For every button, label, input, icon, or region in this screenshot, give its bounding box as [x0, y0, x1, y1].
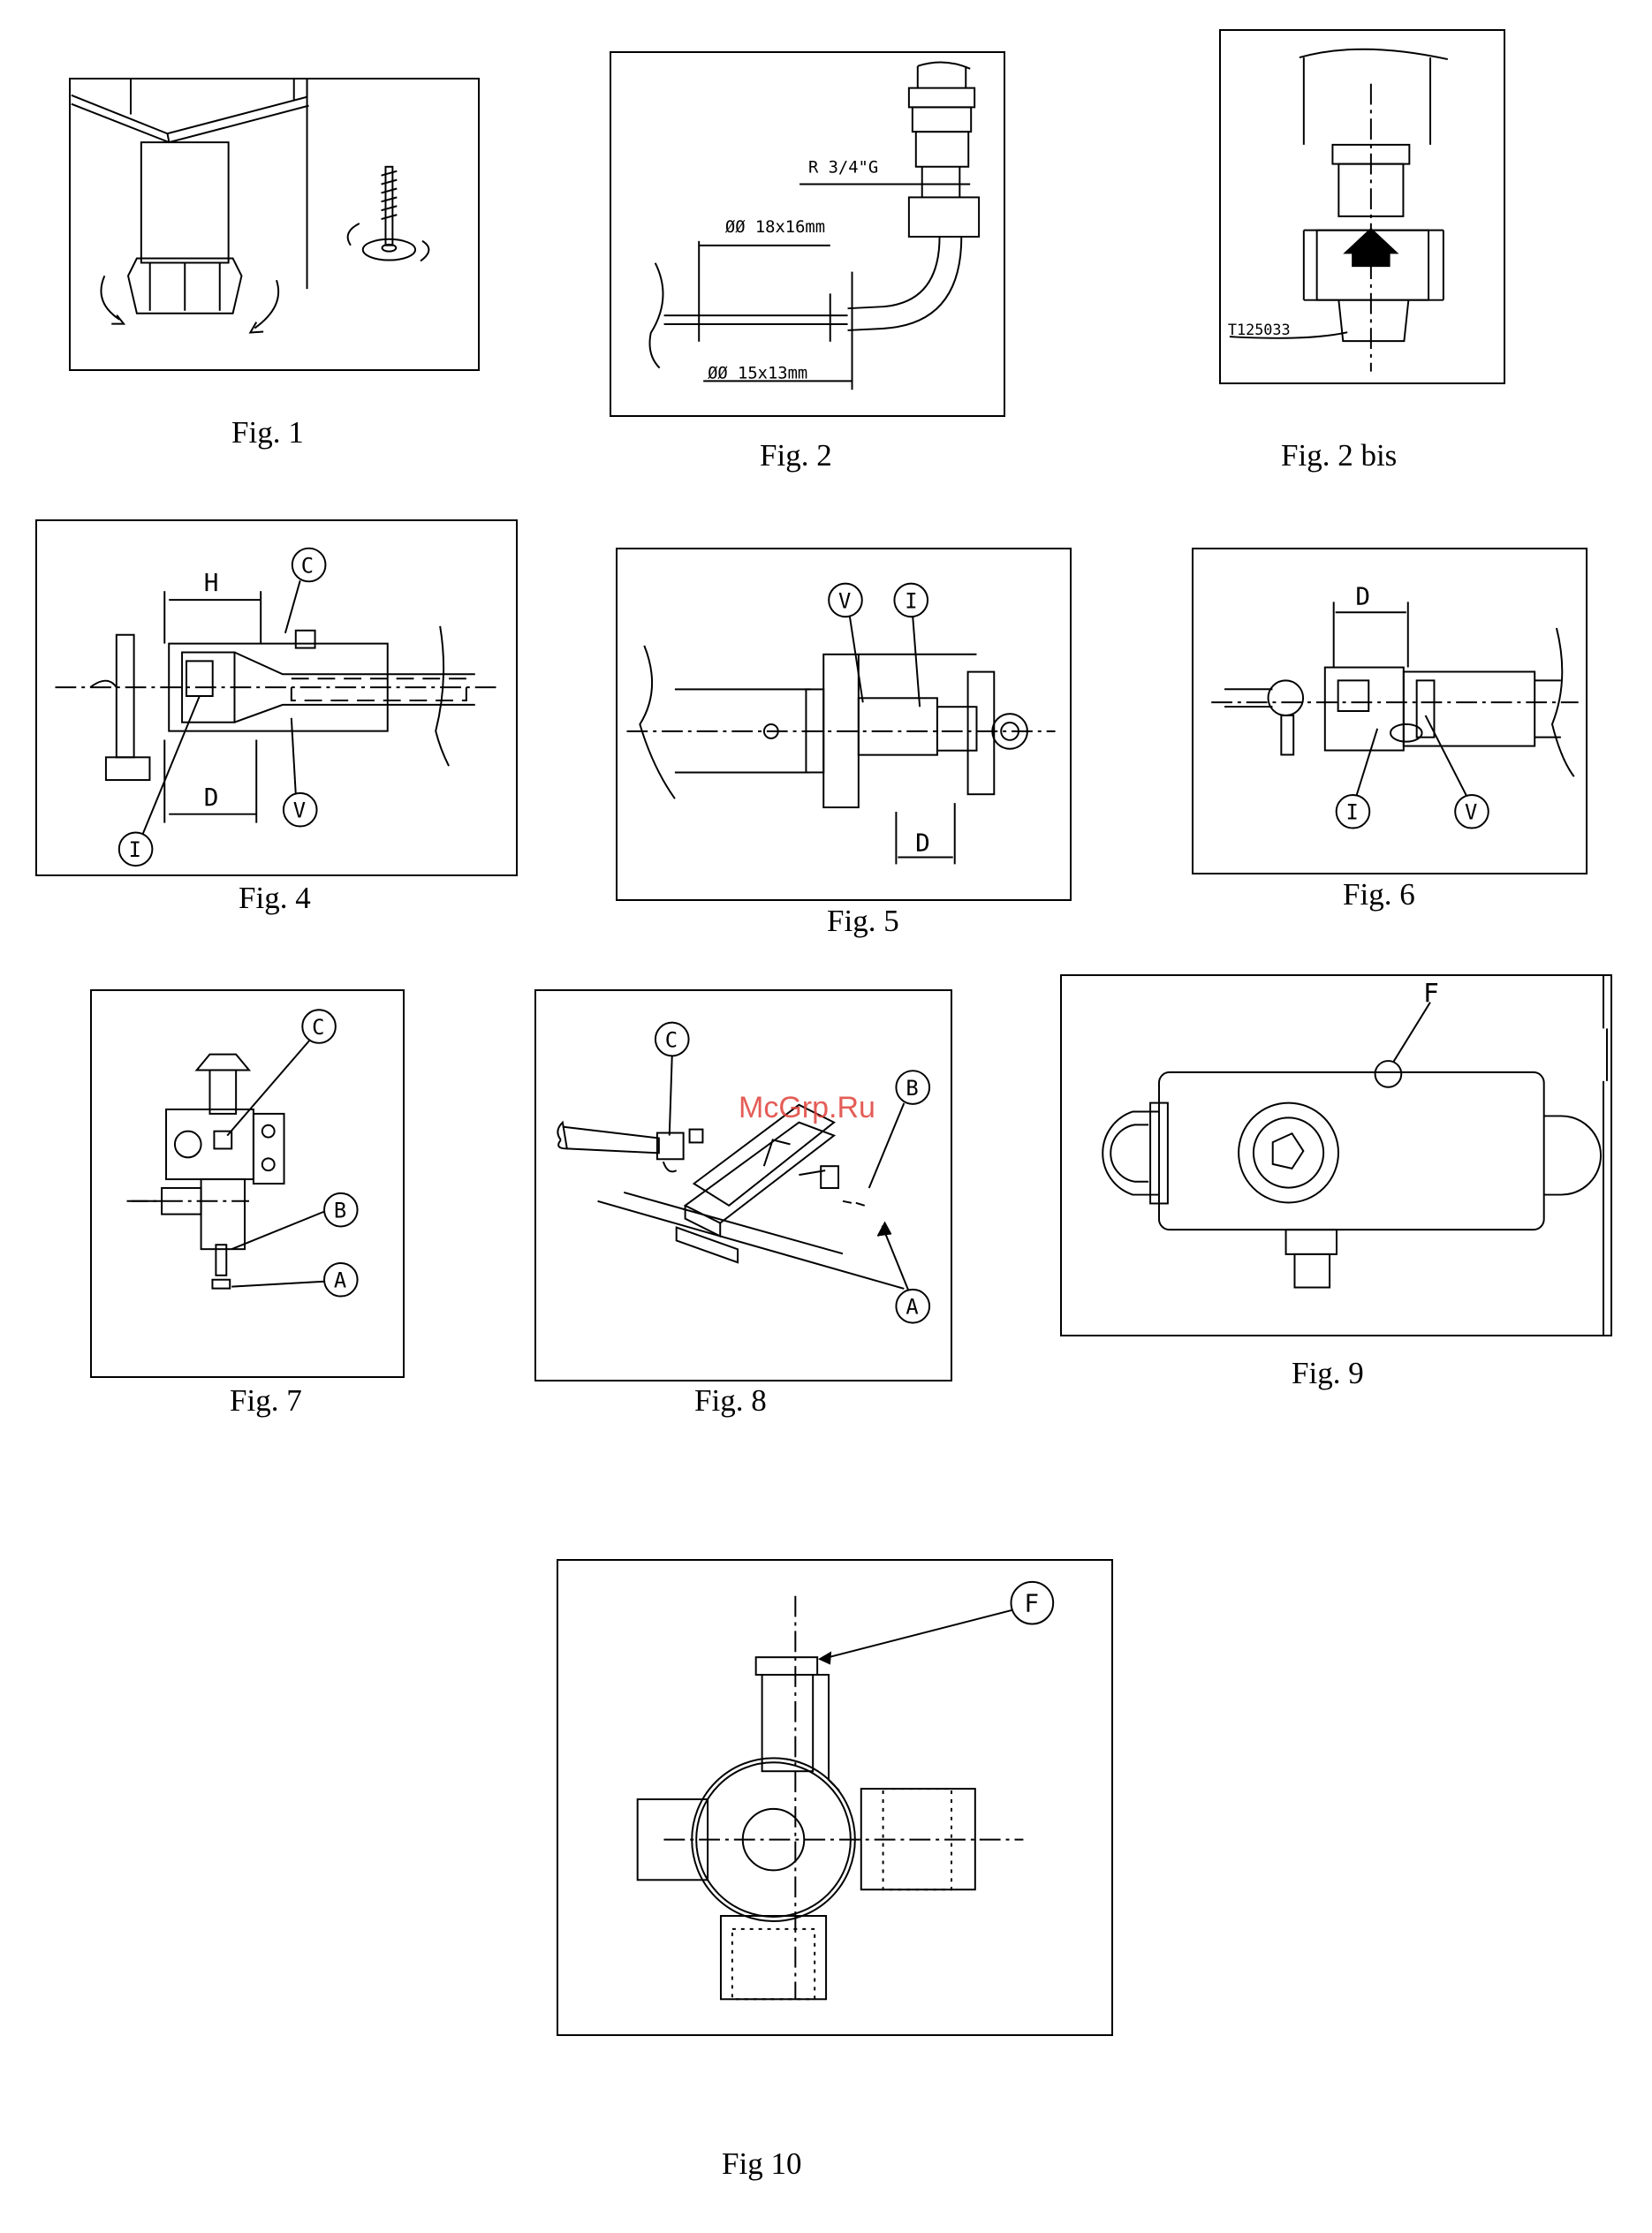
- dimension-h-label: H: [204, 568, 219, 597]
- part-code-label: T125033: [1228, 321, 1291, 338]
- figure-5-caption: Fig. 5: [827, 904, 899, 939]
- callout-a-label: A: [334, 1268, 346, 1293]
- pilot-burner-diagram: C B A: [92, 991, 403, 1376]
- figure-10-caption: Fig 10: [722, 2146, 801, 2182]
- callout-b-label: B: [906, 1076, 918, 1101]
- callout-i-label: I: [129, 837, 141, 862]
- figure-2-drawing: R 3/4"G ØØ 18x16mm ØØ 15x13mm: [610, 51, 1005, 417]
- pipe-diameter-label-2: ØØ 15x13mm: [708, 364, 807, 382]
- water-connection-diagram: R 3/4"G ØØ 18x16mm ØØ 15x13mm: [611, 53, 1004, 415]
- figure-4-caption: Fig. 4: [239, 881, 311, 916]
- figure-1-drawing: [69, 78, 480, 371]
- callout-a-label: A: [906, 1295, 918, 1320]
- callout-c-label: C: [301, 553, 314, 578]
- burner-assembly-isometric: C B A: [536, 991, 951, 1380]
- figure-2-caption: Fig. 2: [760, 438, 832, 473]
- figure-9-caption: Fig. 9: [1292, 1356, 1364, 1391]
- burner-injector-diagram-5: D V I: [618, 549, 1070, 899]
- thread-size-label: R 3/4"G: [808, 159, 878, 178]
- callout-f-label: F: [1024, 1589, 1039, 1618]
- figure-5-drawing: D V I: [616, 548, 1072, 901]
- figure-9-drawing: F: [1060, 974, 1612, 1336]
- figure-6-drawing: D I V: [1192, 548, 1588, 874]
- figure-1-caption: Fig. 1: [231, 415, 304, 450]
- valve-direction-diagram: T125033: [1221, 31, 1504, 382]
- gas-valve-front-view: F: [1062, 976, 1610, 1335]
- callout-i-label: I: [1346, 800, 1359, 825]
- callout-c-label: C: [665, 1027, 678, 1052]
- callout-b-label: B: [334, 1199, 346, 1223]
- figure-6-caption: Fig. 6: [1343, 877, 1415, 912]
- callout-i-label: I: [905, 588, 917, 613]
- burner-injector-diagram-6: D I V: [1194, 549, 1586, 873]
- pipe-diameter-label-1: ØØ 18x16mm: [725, 218, 825, 237]
- callout-v-label: V: [838, 588, 851, 613]
- dimension-d-label: D: [204, 783, 219, 812]
- figure-8-drawing: C B A: [534, 989, 952, 1381]
- burner-injector-diagram-4: H D C I V: [37, 521, 516, 874]
- watermark-text: McGrp.Ru: [739, 1091, 875, 1125]
- figure-7-caption: Fig. 7: [230, 1383, 302, 1419]
- callout-v-label: V: [293, 799, 306, 823]
- dimension-d-label: D: [1355, 581, 1370, 610]
- dimension-d-label: D: [915, 829, 930, 858]
- figure-2-bis-caption: Fig. 2 bis: [1281, 438, 1397, 473]
- figure-7-drawing: C B A: [90, 989, 405, 1378]
- callout-v-label: V: [1465, 800, 1477, 825]
- figure-4-drawing: H D C I V: [35, 519, 518, 876]
- callout-f-label: F: [1423, 979, 1439, 1010]
- figure-2-bis-drawing: T125033: [1219, 29, 1505, 384]
- figure-8-caption: Fig. 8: [694, 1383, 767, 1419]
- gas-valve-section-view: F: [558, 1561, 1111, 2034]
- leveling-foot-illustration: [71, 79, 478, 369]
- callout-c-label: C: [312, 1015, 324, 1040]
- figure-10-drawing: F: [557, 1559, 1113, 2036]
